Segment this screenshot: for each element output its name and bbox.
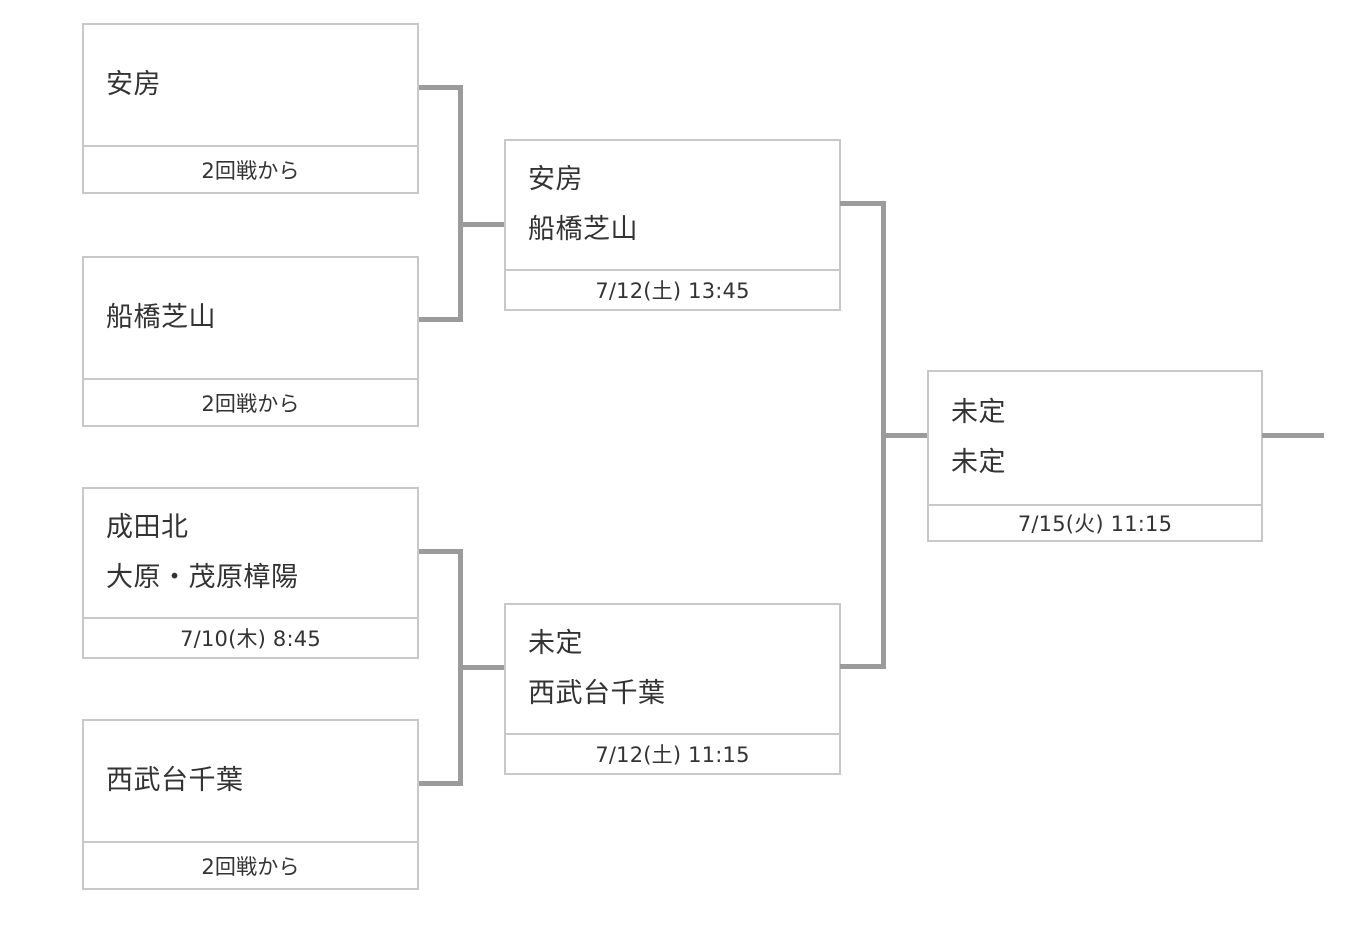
connector-r1-group-a-vertical: [458, 85, 463, 322]
connector-r3-in: [881, 433, 927, 438]
connector-r2-2-out: [840, 664, 886, 669]
match-box-r1-2[interactable]: 船橋芝山 2回戦から: [82, 256, 419, 427]
team-name-bottom: 大原・茂原樟陽: [106, 562, 299, 593]
connector-r3-out: [1262, 433, 1324, 438]
match-box-r2-1[interactable]: 安房 船橋芝山 7/12(土) 13:45: [504, 139, 841, 311]
match-box-r3-1[interactable]: 未定 未定 7/15(火) 11:15: [927, 370, 1263, 542]
team-name: 西武台千葉: [106, 765, 244, 797]
connector-r1-4-out: [419, 781, 463, 786]
team-name: 安房: [106, 69, 161, 101]
team-area: 未定 未定: [929, 372, 1261, 504]
team-area: 西武台千葉: [84, 721, 417, 841]
match-datetime: 7/10(木) 8:45: [84, 617, 417, 657]
connector-r2-2-in: [458, 665, 504, 670]
team-area: 成田北 大原・茂原樟陽: [84, 489, 417, 617]
match-note: 2回戦から: [84, 145, 417, 192]
match-box-r1-4[interactable]: 西武台千葉 2回戦から: [82, 719, 419, 890]
team-name-top: 未定: [528, 628, 583, 660]
connector-r1-2-out: [419, 317, 463, 322]
match-datetime: 7/15(火) 11:15: [929, 504, 1261, 540]
connector-r1-1-out: [419, 85, 463, 90]
team-name-top: 成田北: [106, 512, 189, 544]
match-box-r1-1[interactable]: 安房 2回戦から: [82, 23, 419, 194]
team-area: 船橋芝山: [84, 258, 417, 378]
connector-r2-1-in: [458, 222, 504, 227]
team-name-top: 未定: [951, 397, 1006, 429]
team-area: 安房 船橋芝山: [506, 141, 839, 269]
match-box-r2-2[interactable]: 未定 西武台千葉 7/12(土) 11:15: [504, 603, 841, 775]
connector-r2-1-out: [840, 201, 886, 206]
team-name-bottom: 船橋芝山: [528, 214, 638, 245]
team-area: 安房: [84, 25, 417, 145]
team-name-bottom: 西武台千葉: [528, 678, 666, 709]
team-name-bottom: 未定: [951, 447, 1006, 478]
connector-r1-3-out: [419, 549, 463, 554]
team-name-top: 安房: [528, 164, 583, 196]
match-datetime: 7/12(土) 13:45: [506, 269, 839, 309]
match-note: 2回戦から: [84, 378, 417, 425]
match-box-r1-3[interactable]: 成田北 大原・茂原樟陽 7/10(木) 8:45: [82, 487, 419, 659]
match-datetime: 7/12(土) 11:15: [506, 733, 839, 773]
team-area: 未定 西武台千葉: [506, 605, 839, 733]
team-name: 船橋芝山: [106, 302, 216, 334]
match-note: 2回戦から: [84, 841, 417, 888]
